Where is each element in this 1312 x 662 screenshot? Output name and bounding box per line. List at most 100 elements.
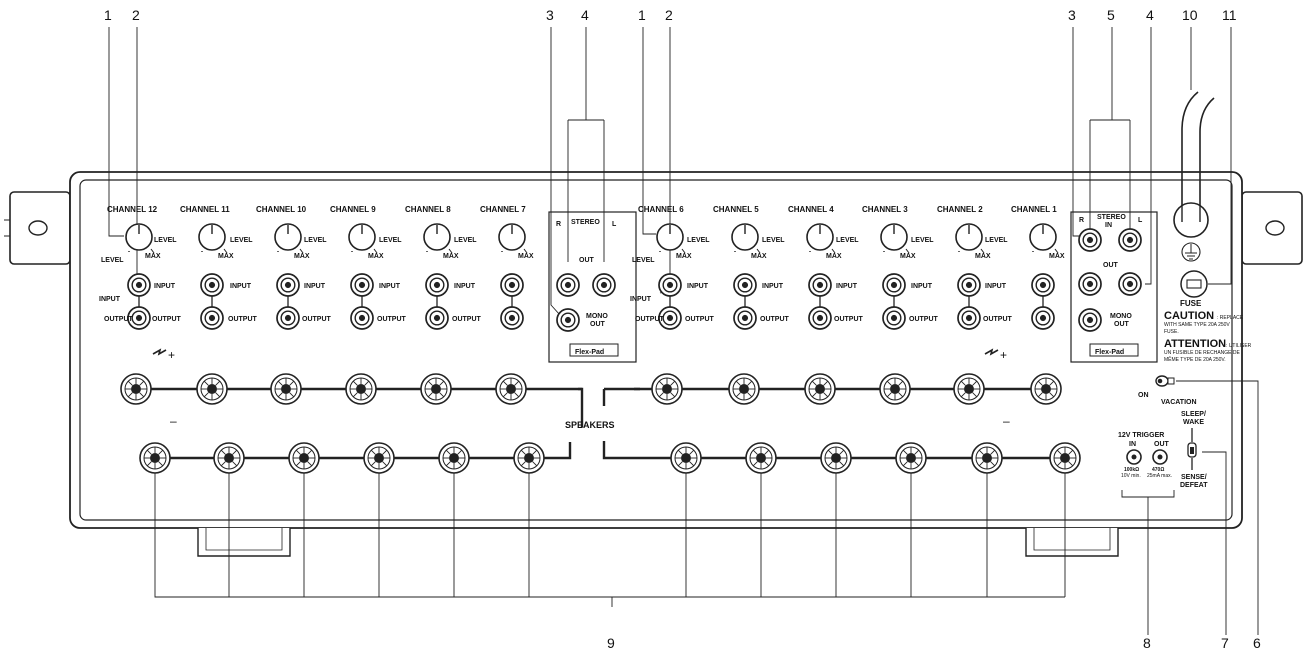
- speaker-post-positive[interactable]: [728, 373, 760, 405]
- channel-label: CHANNEL 2: [937, 205, 983, 214]
- level-knob[interactable]: [198, 223, 228, 254]
- polarity-plus-right: +: [984, 348, 1007, 362]
- level-knob[interactable]: [1029, 223, 1059, 254]
- speaker-post-positive[interactable]: [120, 373, 152, 405]
- speaker-post-negative[interactable]: [139, 442, 171, 474]
- trigger-out-jack[interactable]: [1152, 449, 1168, 465]
- fuse-label: FUSE: [1180, 299, 1202, 308]
- input-jack[interactable]: [500, 273, 524, 297]
- max-label: MAX: [145, 253, 161, 260]
- speaker-post-positive[interactable]: [651, 373, 683, 405]
- polarity-minus-right: –: [1003, 414, 1010, 428]
- speaker-post-negative[interactable]: [895, 442, 927, 474]
- caution-text-block: FUSE CAUTION : REPLACE WITH SAME TYPE 20…: [1164, 299, 1252, 363]
- callout-numbers-bottom: 9 8 7 6: [607, 635, 1261, 651]
- input-jack[interactable]: [808, 273, 832, 297]
- speaker-post-negative[interactable]: [745, 442, 777, 474]
- input-jack[interactable]: [350, 273, 374, 297]
- output-jack[interactable]: [425, 306, 449, 330]
- speaker-post-negative[interactable]: [363, 442, 395, 474]
- input-jack[interactable]: [425, 273, 449, 297]
- speaker-post-negative[interactable]: [288, 442, 320, 474]
- output-jack[interactable]: [658, 306, 682, 330]
- trigger-in-jack[interactable]: [1126, 449, 1142, 465]
- speaker-post-positive[interactable]: [345, 373, 377, 405]
- mono-out-jack[interactable]: [556, 308, 580, 332]
- level-knob[interactable]: [731, 223, 761, 254]
- input-label: INPUT: [762, 283, 784, 290]
- input-jack[interactable]: [200, 273, 224, 297]
- input-jack[interactable]: [957, 273, 981, 297]
- output-jack[interactable]: [733, 306, 757, 330]
- output-jack[interactable]: [808, 306, 832, 330]
- level-label: LEVEL: [762, 237, 785, 244]
- input-label: INPUT: [230, 283, 252, 290]
- level-knob[interactable]: [656, 223, 686, 254]
- input-jack[interactable]: [127, 273, 151, 297]
- level-knob[interactable]: [498, 223, 528, 254]
- level-knob[interactable]: [348, 223, 378, 254]
- output-jack[interactable]: [350, 306, 374, 330]
- speaker-post-negative[interactable]: [971, 442, 1003, 474]
- vacation-label: VACATION: [1161, 399, 1197, 406]
- output-jack[interactable]: [957, 306, 981, 330]
- output-jack[interactable]: [200, 306, 224, 330]
- output-jack[interactable]: [276, 306, 300, 330]
- output-jack[interactable]: [882, 306, 906, 330]
- callout-6: 6: [1253, 635, 1261, 651]
- input-jack[interactable]: [882, 273, 906, 297]
- vacation-switch[interactable]: [1155, 375, 1175, 387]
- speaker-post-negative[interactable]: [1049, 442, 1081, 474]
- level-knob[interactable]: [423, 223, 453, 254]
- stereo-in-r-jack[interactable]: [1078, 228, 1102, 252]
- fuse-holder[interactable]: [1180, 270, 1208, 298]
- stereo-out-l-jack-2[interactable]: [1118, 272, 1142, 296]
- sleep-wake-toggle[interactable]: [1187, 428, 1197, 470]
- speaker-post-positive[interactable]: [804, 373, 836, 405]
- level-knob[interactable]: [806, 223, 836, 254]
- max-label: MAX: [218, 253, 234, 260]
- stereo-in-l-jack[interactable]: [1118, 228, 1142, 252]
- speaker-post-negative[interactable]: [670, 442, 702, 474]
- input-label: INPUT: [379, 283, 401, 290]
- foot-left: [197, 528, 291, 557]
- level-knob[interactable]: [274, 223, 304, 254]
- callout-4-b: 4: [1146, 7, 1154, 23]
- mono-out-jack-2[interactable]: [1078, 308, 1102, 332]
- sleep-wake-label-2: WAKE: [1183, 419, 1204, 426]
- level-knob[interactable]: [125, 223, 155, 254]
- channel-label: CHANNEL 1: [1011, 205, 1057, 214]
- speaker-post-positive[interactable]: [1030, 373, 1062, 405]
- flexpad-right-r-label: R: [1079, 217, 1084, 224]
- output-jack[interactable]: [500, 306, 524, 330]
- input-jack[interactable]: [276, 273, 300, 297]
- output-label: OUTPUT: [228, 316, 258, 323]
- mono-out-label-2: OUT: [1114, 321, 1130, 328]
- speaker-post-negative[interactable]: [213, 442, 245, 474]
- input-jack[interactable]: [658, 273, 682, 297]
- level-knob[interactable]: [955, 223, 985, 254]
- speaker-post-positive[interactable]: [953, 373, 985, 405]
- speaker-post-positive[interactable]: [879, 373, 911, 405]
- stereo-out-l-jack[interactable]: [592, 273, 616, 297]
- speaker-post-positive[interactable]: [495, 373, 527, 405]
- trigger-in-label: IN: [1129, 441, 1136, 448]
- caution-line-2: WITH SAME TYPE 20A 250V: [1164, 322, 1230, 328]
- attention-line-1: : UTILISER: [1226, 343, 1252, 349]
- level-knob[interactable]: [880, 223, 910, 254]
- rack-ear-left: [4, 191, 71, 265]
- stereo-out-r-jack-2[interactable]: [1078, 272, 1102, 296]
- speaker-post-negative[interactable]: [820, 442, 852, 474]
- speaker-post-negative[interactable]: [438, 442, 470, 474]
- input-jack[interactable]: [1031, 273, 1055, 297]
- speaker-post-positive[interactable]: [270, 373, 302, 405]
- input-label: INPUT: [836, 283, 858, 290]
- input-jack[interactable]: [733, 273, 757, 297]
- speaker-post-positive[interactable]: [196, 373, 228, 405]
- output-jack[interactable]: [1031, 306, 1055, 330]
- callout-7: 7: [1221, 635, 1229, 651]
- stereo-out-r-jack[interactable]: [556, 273, 580, 297]
- speaker-post-negative[interactable]: [513, 442, 545, 474]
- speaker-post-positive[interactable]: [420, 373, 452, 405]
